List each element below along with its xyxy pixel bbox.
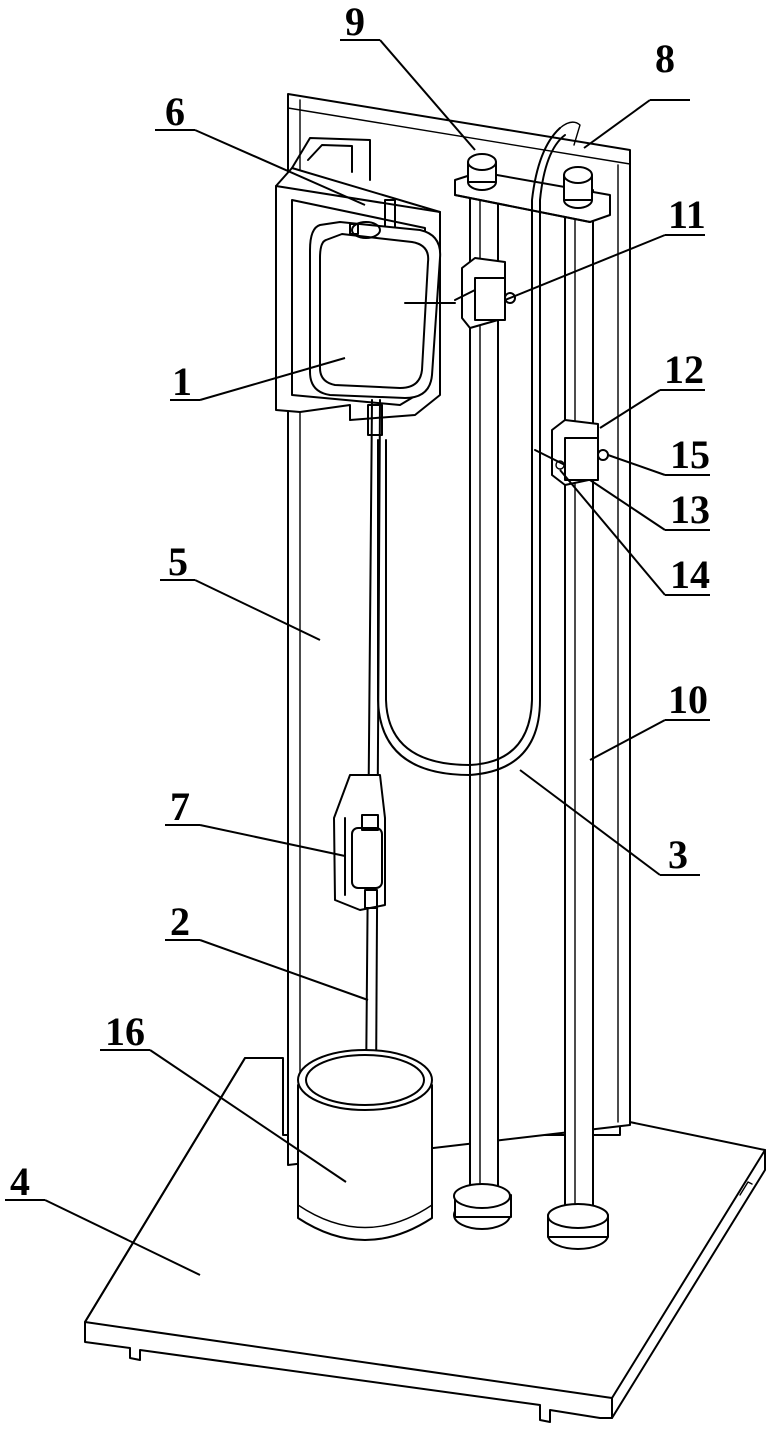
collection-container xyxy=(297,1049,433,1241)
callout-1: 1 xyxy=(172,359,192,404)
upper-slider-clamp xyxy=(454,257,516,329)
right-column xyxy=(547,189,609,1250)
callout-4: 4 xyxy=(10,1159,30,1204)
lower-slider-clamp xyxy=(534,419,609,486)
callout-7: 7 xyxy=(170,784,190,829)
callout-6: 6 xyxy=(165,89,185,134)
leader-lines xyxy=(5,39,710,1276)
callout-2: 2 xyxy=(170,899,190,944)
left-column xyxy=(453,189,512,1230)
callout-labels: 1 2 3 4 5 6 7 8 9 10 11 12 13 14 15 16 xyxy=(10,0,710,1204)
liquid-bag xyxy=(309,221,456,399)
u-tube xyxy=(377,121,581,776)
callout-10: 10 xyxy=(668,677,708,722)
callout-11: 11 xyxy=(668,192,706,237)
callout-8: 8 xyxy=(655,36,675,81)
drip-clamp xyxy=(333,774,386,911)
callout-14: 14 xyxy=(670,552,710,597)
callout-13: 13 xyxy=(670,487,710,532)
callout-9: 9 xyxy=(345,0,365,44)
callout-3: 3 xyxy=(668,832,688,877)
drip-tube xyxy=(365,399,383,1089)
callout-5: 5 xyxy=(168,539,188,584)
callout-12: 12 xyxy=(664,347,704,392)
callout-16: 16 xyxy=(105,1009,145,1054)
callout-15: 15 xyxy=(670,432,710,477)
